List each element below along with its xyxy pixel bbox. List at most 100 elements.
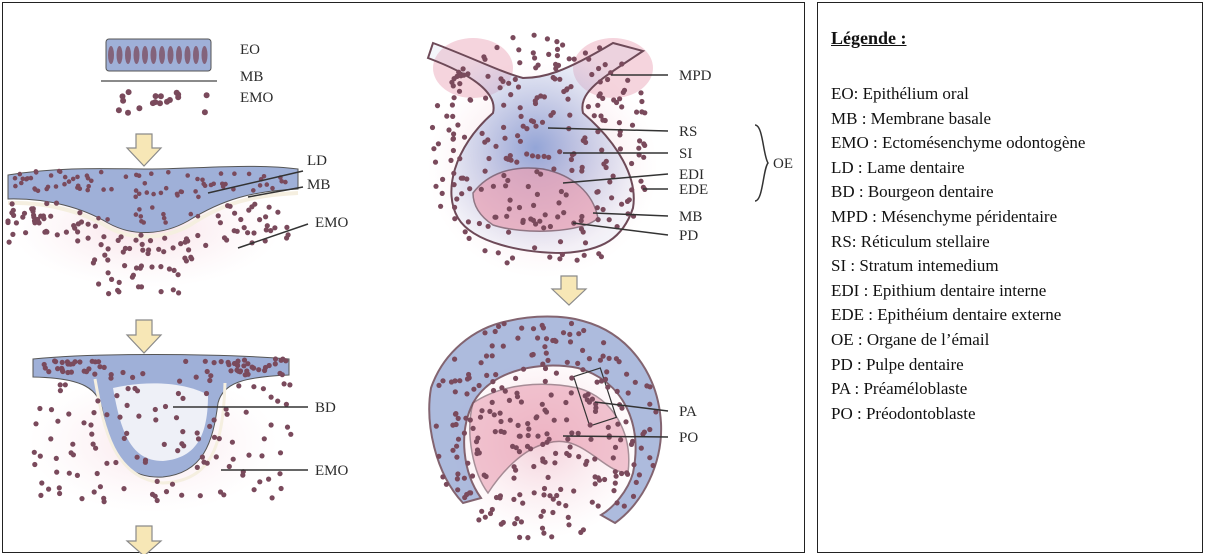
cell-dot <box>602 477 607 482</box>
cell-dot <box>251 384 256 389</box>
cell-dot <box>521 218 526 223</box>
cell-dot <box>558 239 563 244</box>
cell-dot <box>590 500 595 505</box>
cell-dot <box>170 482 175 487</box>
cell-dot <box>273 356 278 361</box>
cell-dot <box>116 238 121 243</box>
cell-dot <box>143 181 148 186</box>
cell-dot <box>32 450 37 455</box>
cell-dot <box>102 499 107 504</box>
cell-dot <box>542 486 547 491</box>
cell-dot <box>552 460 557 465</box>
cell-dot <box>552 338 557 343</box>
legend-item: LD : Lame dentaire <box>831 156 1085 181</box>
cell-dot <box>535 192 540 197</box>
cell-dot <box>516 47 521 52</box>
cell-dot <box>126 89 132 95</box>
cell-dot <box>450 102 455 107</box>
cell-dot <box>596 503 601 508</box>
cell-dot <box>10 201 15 206</box>
stage-bell <box>429 317 661 541</box>
cell-dot <box>120 98 126 104</box>
cell-dot <box>207 378 212 383</box>
cell-dot <box>55 232 60 237</box>
cell-dot <box>203 183 208 188</box>
cell-dot <box>587 400 592 405</box>
cell-dot <box>560 42 565 47</box>
cell-dot <box>517 492 522 497</box>
cell-dot <box>5 218 10 223</box>
label-ede: EDE <box>679 182 708 198</box>
cell-dot <box>262 368 267 373</box>
cell-dot <box>606 425 611 430</box>
cell-dot <box>194 375 199 380</box>
cell-dot <box>502 136 507 141</box>
cell-dot <box>456 416 461 421</box>
cell-dot <box>480 131 485 136</box>
cell-dot <box>67 471 72 476</box>
cell-dot <box>493 429 498 434</box>
cell-dot <box>266 477 271 482</box>
cell-dot <box>639 446 644 451</box>
cell-dot <box>257 217 262 222</box>
cell-dot <box>287 382 292 387</box>
cell-dot <box>528 446 533 451</box>
cell-dot <box>138 233 143 238</box>
cell-dot <box>451 83 456 88</box>
cell-dot <box>284 225 289 230</box>
cell-dot <box>541 225 546 230</box>
cell-dot <box>218 220 223 225</box>
cell-dot <box>159 289 164 294</box>
cell-dot <box>130 375 135 380</box>
cell-dot <box>555 47 560 52</box>
cell-dot <box>242 225 247 230</box>
cell-dot <box>483 515 488 520</box>
cell-dot <box>542 408 547 413</box>
cell-dot <box>67 179 72 184</box>
cell-dot <box>177 379 182 384</box>
cell-dot <box>172 268 177 273</box>
stage-dental-lamina <box>5 166 298 296</box>
cell-dot <box>525 421 530 426</box>
cell-dot <box>615 422 620 427</box>
cell-dot <box>533 98 538 103</box>
cell-dot <box>7 240 12 245</box>
cell-dot <box>542 154 547 159</box>
cell-dot <box>541 492 546 497</box>
cell-dot <box>449 379 454 384</box>
cell-dot <box>595 205 600 210</box>
cell-dot <box>158 93 164 99</box>
cell-dot <box>251 188 256 193</box>
label-emo-1: EMO <box>240 90 274 106</box>
cell-dot <box>468 97 473 102</box>
arrow-down-2 <box>127 320 161 353</box>
legend-item: PD : Pulpe dentaire <box>831 353 1085 378</box>
cell-dot <box>583 140 588 145</box>
cell-dot <box>57 169 62 174</box>
cell-dot <box>507 398 512 403</box>
cell-dot <box>90 359 95 364</box>
cell-dot <box>563 400 568 405</box>
cell-dot <box>490 400 495 405</box>
cell-dot <box>158 264 163 269</box>
cell-dot <box>134 173 139 178</box>
cell-dot <box>13 184 18 189</box>
cell-dot <box>108 376 113 381</box>
cell-dot <box>629 187 634 192</box>
cell-dot <box>57 491 62 496</box>
cell-dot <box>575 258 580 263</box>
cell-dot <box>481 54 486 59</box>
cell-dot <box>558 487 563 492</box>
cell-dot <box>455 487 460 492</box>
cell-dot <box>451 131 456 136</box>
cell-dot <box>13 176 18 181</box>
cell-dot <box>88 422 93 427</box>
cell-dot <box>114 393 119 398</box>
cell-dot <box>521 367 526 372</box>
cell-dot <box>135 388 140 393</box>
cell-dot <box>496 324 501 329</box>
cell-dot <box>575 361 580 366</box>
cell-dot <box>207 424 212 429</box>
cell-dot <box>571 488 576 493</box>
cell-dot <box>125 403 130 408</box>
